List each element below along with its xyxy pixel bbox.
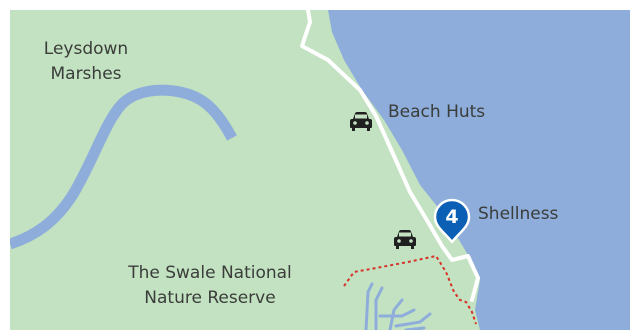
map-canvas[interactable]: 4 Leysdown Marshes Beach Huts Shellness … xyxy=(10,10,630,330)
coastal-road xyxy=(300,10,480,302)
label-swale-reserve-line1: The Swale National xyxy=(127,263,292,283)
car-parking-icon[interactable] xyxy=(394,230,416,249)
label-shellness: Shellness xyxy=(478,204,559,224)
creeks xyxy=(364,282,432,330)
label-leysdown-marshes-line1: Leysdown xyxy=(44,39,128,59)
label-beach-huts: Beach Huts xyxy=(388,102,485,122)
sea xyxy=(328,10,630,330)
map-pin-icon[interactable]: 4 xyxy=(433,198,471,244)
label-swale-reserve-line2: Nature Reserve xyxy=(144,288,275,308)
marker-number: 4 xyxy=(445,206,458,228)
river xyxy=(10,84,237,250)
label-leysdown-marshes-line2: Marshes xyxy=(50,64,121,84)
car-parking-icon[interactable] xyxy=(350,112,372,131)
footpath xyxy=(343,254,477,325)
